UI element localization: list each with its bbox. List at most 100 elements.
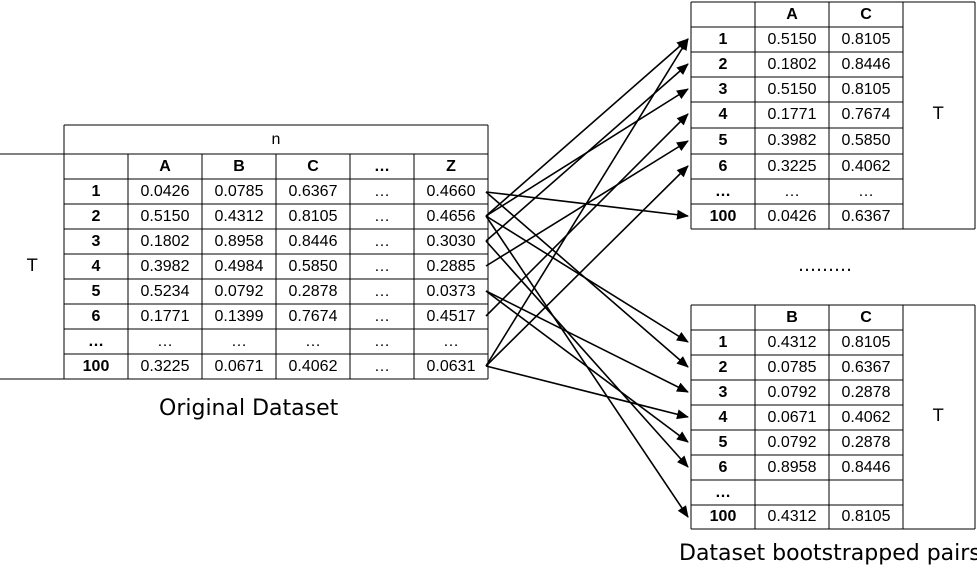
pair2-cell: 0.2878 (841, 383, 891, 401)
original-cell: 0.5150 (140, 207, 190, 225)
original-row-label: 4 (91, 257, 101, 275)
original-cell: … (374, 182, 390, 200)
pair1-cell: 0.5850 (841, 132, 891, 149)
pair2-row-label: 3 (718, 383, 728, 401)
original-cell: 0.4312 (214, 207, 264, 225)
pair2-cell: 0.2878 (841, 433, 891, 451)
pair1-row-label: 4 (718, 106, 728, 123)
bootstrapped-pairs-caption: Dataset bootstrapped pairs (679, 541, 977, 566)
original-cell: 0.7674 (288, 307, 338, 325)
pair2-column-header: B (786, 308, 798, 326)
original-cell: 0.1802 (140, 232, 190, 250)
original-cell: 0.4062 (288, 357, 338, 375)
pair1-cell: 0.0426 (767, 207, 817, 225)
original-cell: 0.3225 (140, 357, 190, 375)
pair1-cell: 0.5150 (767, 80, 817, 98)
original-cell: … (374, 357, 390, 375)
original-cell: 0.0671 (214, 357, 264, 375)
pair2-column-header: C (860, 308, 872, 326)
pair2-cell: 0.0785 (767, 358, 817, 376)
pair1-cell: 0.8105 (841, 30, 891, 48)
original-column-header: Z (446, 157, 456, 175)
original-cell: 0.4660 (426, 182, 476, 200)
original-cell: … (374, 282, 390, 300)
original-cell: 0.8958 (214, 232, 264, 250)
pair2-row-label: 100 (709, 508, 737, 525)
original-row-label: 1 (91, 182, 101, 200)
pair2-cell: 0.0671 (767, 408, 817, 426)
original-cell: 0.0792 (214, 282, 264, 300)
pair1-row-label: … (715, 182, 731, 200)
original-cell: … (374, 232, 390, 250)
original-column-header: … (374, 157, 390, 175)
pair1-cell: 0.8105 (841, 80, 891, 98)
pair1-column-header: A (786, 5, 798, 23)
original-cell: … (374, 207, 390, 225)
pair1-cell: 0.5150 (767, 30, 817, 48)
original-row-label: 100 (82, 357, 110, 375)
original-side-label: T (27, 256, 38, 276)
original-column-header: B (233, 157, 245, 175)
pair2-row-label: 6 (718, 458, 728, 476)
pair2-cell: 0.8105 (841, 508, 891, 525)
pair2-row-label: 4 (718, 408, 728, 426)
pair1-cell: 0.6367 (841, 207, 891, 225)
pair2-cell: 0.8958 (767, 458, 817, 476)
original-cell: 0.3030 (426, 232, 476, 250)
pair1-cell: … (858, 182, 874, 200)
pair1-column-header: C (860, 5, 872, 23)
original-cell: 0.2885 (426, 257, 476, 275)
pair1-cell: 0.1771 (767, 106, 817, 123)
pair2-row-label: … (715, 483, 731, 501)
pair1-row-label: 100 (709, 207, 737, 225)
original-cell: … (374, 332, 390, 350)
original-cell: … (374, 257, 390, 275)
original-cell: 0.1771 (140, 307, 190, 325)
pair2-cell: 0.8446 (841, 458, 891, 476)
pairs-ellipsis: ……… (798, 255, 852, 276)
original-row-label: … (88, 332, 104, 350)
original-row-label: 2 (91, 207, 101, 225)
pair2-cell: 0.4062 (841, 408, 891, 426)
pair1-side-label: T (933, 104, 944, 124)
pair2-side-label: T (933, 406, 944, 426)
pair1-row-label: 5 (718, 132, 728, 149)
original-row-label: 6 (91, 307, 101, 325)
pair1-cell: 0.3982 (767, 132, 817, 149)
original-cell: 0.3982 (140, 257, 190, 275)
original-cell: 0.1399 (214, 307, 264, 325)
pair2-cell: 0.4312 (767, 508, 817, 525)
pair2-cell: 0.4312 (767, 333, 817, 351)
pair1-row-label: 1 (718, 30, 728, 48)
pair2-cell: 0.0792 (767, 433, 817, 451)
pair1-cell: 0.1802 (767, 55, 817, 73)
original-cell: 0.0426 (140, 182, 190, 200)
original-row-label: 3 (91, 232, 101, 250)
original-cell: 0.0373 (426, 282, 476, 300)
original-cell: … (443, 332, 459, 350)
pair1-cell: 0.4062 (841, 157, 891, 175)
original-cell: 0.4517 (426, 307, 476, 325)
pair2-row-label: 1 (718, 333, 728, 351)
original-column-header: A (159, 157, 171, 175)
original-cell: 0.4656 (426, 207, 476, 225)
original-header-n: n (271, 130, 281, 148)
original-cell: 0.5850 (288, 257, 338, 275)
original-cell: … (157, 332, 173, 350)
pair2-cell: 0.6367 (841, 358, 891, 376)
original-cell: 0.6367 (288, 182, 338, 200)
pair1-row-label: 3 (718, 80, 728, 98)
original-cell: 0.0785 (214, 182, 264, 200)
original-dataset-title: Original Dataset (159, 396, 339, 421)
original-column-header: C (307, 157, 319, 175)
original-cell: … (374, 307, 390, 325)
pair1-cell: 0.7674 (841, 106, 891, 123)
original-cell: 0.5234 (140, 282, 190, 300)
original-cell: 0.0631 (426, 357, 476, 375)
original-cell: 0.2878 (288, 282, 338, 300)
original-cell: 0.8105 (288, 207, 338, 225)
pair1-row-label: 6 (718, 157, 728, 175)
original-cell: … (305, 332, 321, 350)
pair1-cell: 0.3225 (767, 157, 817, 175)
